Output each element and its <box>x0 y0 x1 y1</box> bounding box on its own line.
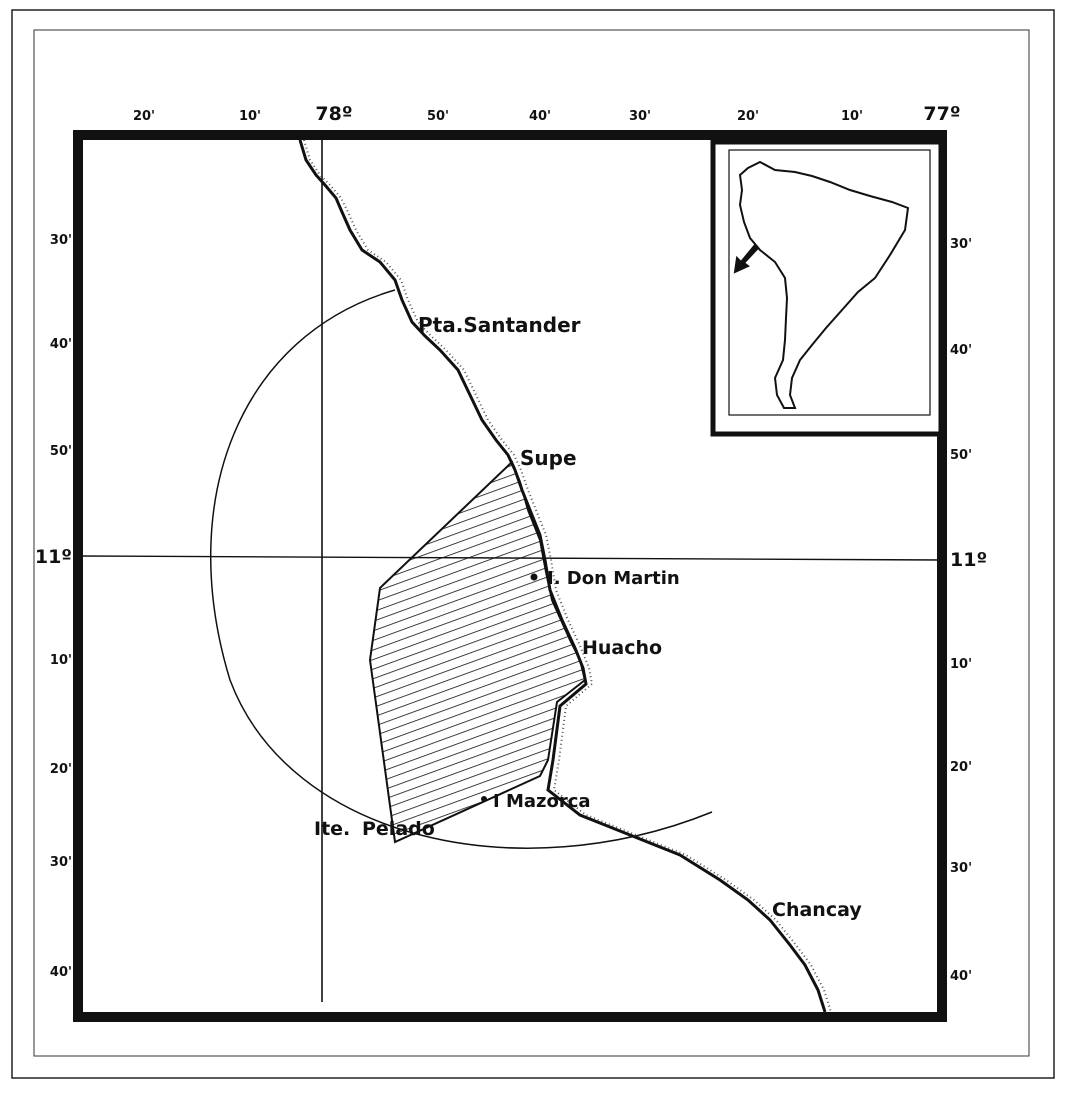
label-supe: Supe <box>520 446 577 470</box>
right-tick: 20' <box>950 760 972 775</box>
left-axis: 30' 40' 50' 11º 10' 20' 30' 40' <box>35 233 72 980</box>
top-tick: 10' <box>239 109 261 124</box>
right-tick: 30' <box>950 861 972 876</box>
left-tick: 30' <box>50 233 72 248</box>
locator-arrow-icon <box>733 243 760 274</box>
right-tick: 11º <box>950 549 987 571</box>
top-tick: 78º <box>315 103 352 125</box>
right-tick: 40' <box>950 343 972 358</box>
left-tick: 40' <box>50 965 72 980</box>
south-america-outline <box>738 160 910 409</box>
top-tick: 20' <box>133 109 155 124</box>
label-pte: Ite. <box>314 818 350 840</box>
label-chancay: Chancay <box>772 899 862 921</box>
left-tick: 50' <box>50 444 72 459</box>
range-arc <box>210 289 713 849</box>
label-pelado: Pelado <box>362 818 435 840</box>
top-tick: 50' <box>427 109 449 124</box>
right-tick: 50' <box>950 448 972 463</box>
coastline <box>298 139 827 1013</box>
figure-border <box>33 29 1030 1057</box>
page-border <box>11 9 1055 1079</box>
coastline-stipple <box>303 139 832 1013</box>
island-mazorca <box>481 796 487 802</box>
island-don-martin <box>530 573 538 581</box>
left-tick: 11º <box>35 546 72 568</box>
inset-map <box>710 139 944 437</box>
right-tick: 40' <box>950 969 972 984</box>
top-tick: 10' <box>841 109 863 124</box>
top-tick: 40' <box>529 109 551 124</box>
study-area <box>368 460 587 844</box>
top-axis: 20' 10' 78º 50' 40' 30' 20' 10' 77º <box>133 103 961 125</box>
top-tick: 30' <box>629 109 651 124</box>
left-tick: 20' <box>50 762 72 777</box>
top-tick: 77º <box>923 103 960 125</box>
left-tick: 10' <box>50 653 72 668</box>
label-mazorca: I Mazorca <box>493 791 591 812</box>
map-frame <box>73 130 947 1022</box>
label-pta-santander: Pta.Santander <box>418 313 581 337</box>
label-don-martin: I. Don Martin <box>547 568 680 589</box>
right-tick: 30' <box>950 237 972 252</box>
right-tick: 10' <box>950 657 972 672</box>
label-huacho: Huacho <box>582 637 662 659</box>
right-axis: 30' 40' 50' 11º 10' 20' 30' 40' <box>950 237 987 984</box>
left-tick: 40' <box>50 337 72 352</box>
left-tick: 30' <box>50 855 72 870</box>
top-tick: 20' <box>737 109 759 124</box>
